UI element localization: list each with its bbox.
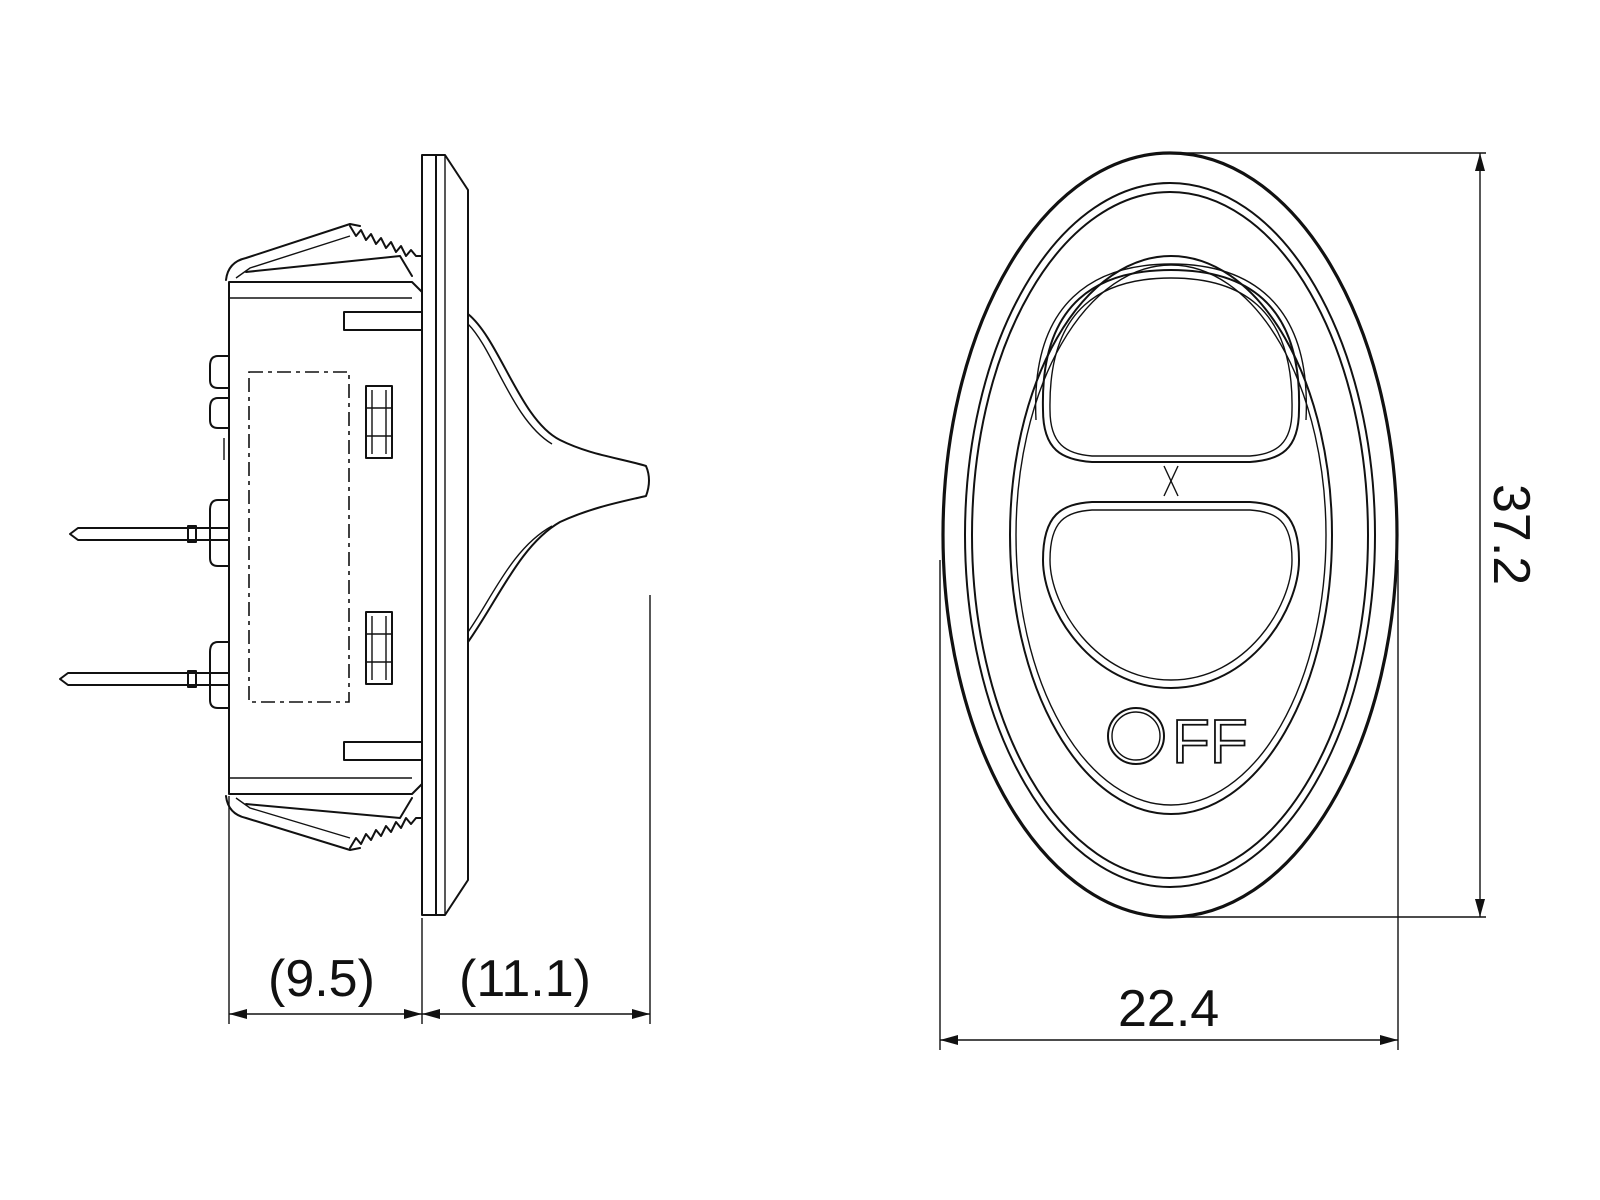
terminal-pin-upper [69, 525, 230, 543]
dimension-height-label: 37.2 [1482, 484, 1540, 585]
off-letters: FF [1172, 708, 1248, 777]
top-snap-clip [225, 223, 423, 281]
side-view [59, 154, 650, 916]
dimension-depth-actuator: (11.1) [422, 950, 650, 1019]
lower-contact-window [365, 611, 393, 685]
dimension-width-label: 22.4 [1118, 980, 1219, 1038]
bezel-recess-edge [971, 191, 1369, 879]
bezel-inner-edge [964, 182, 1376, 888]
actuator-inner-outline [1015, 264, 1327, 806]
rocker-lower-pad [1042, 501, 1300, 689]
rear-bosses [209, 355, 230, 709]
front-view: FF [941, 151, 1399, 919]
switch-housing [228, 281, 423, 795]
rocker-actuator-profile [467, 313, 650, 643]
actuator-outline [1009, 255, 1333, 815]
flange-plate [421, 154, 469, 916]
off-circle-letter [1107, 707, 1165, 765]
dimension-depth-body-label: (9.5) [268, 950, 375, 1008]
dimension-depth-body: (9.5) [229, 950, 422, 1019]
bottom-snap-clip [225, 795, 423, 851]
pivot-mark [1163, 465, 1179, 497]
bezel-outer-edge [941, 151, 1399, 919]
hidden-contact-block [248, 371, 350, 703]
terminal-pin-lower [59, 670, 230, 688]
off-marking: FF [1107, 707, 1249, 778]
upper-rail [343, 311, 423, 331]
dimensions: (9.5) (11.1) 22.4 37.2 [228, 152, 1540, 1050]
dimension-height: 37.2 [1475, 153, 1540, 917]
lower-rail [343, 741, 423, 761]
upper-contact-window [365, 385, 393, 459]
rocker-upper-pad [1034, 263, 1308, 463]
dimension-width: 22.4 [940, 980, 1398, 1045]
dimension-depth-actuator-label: (11.1) [459, 950, 591, 1008]
